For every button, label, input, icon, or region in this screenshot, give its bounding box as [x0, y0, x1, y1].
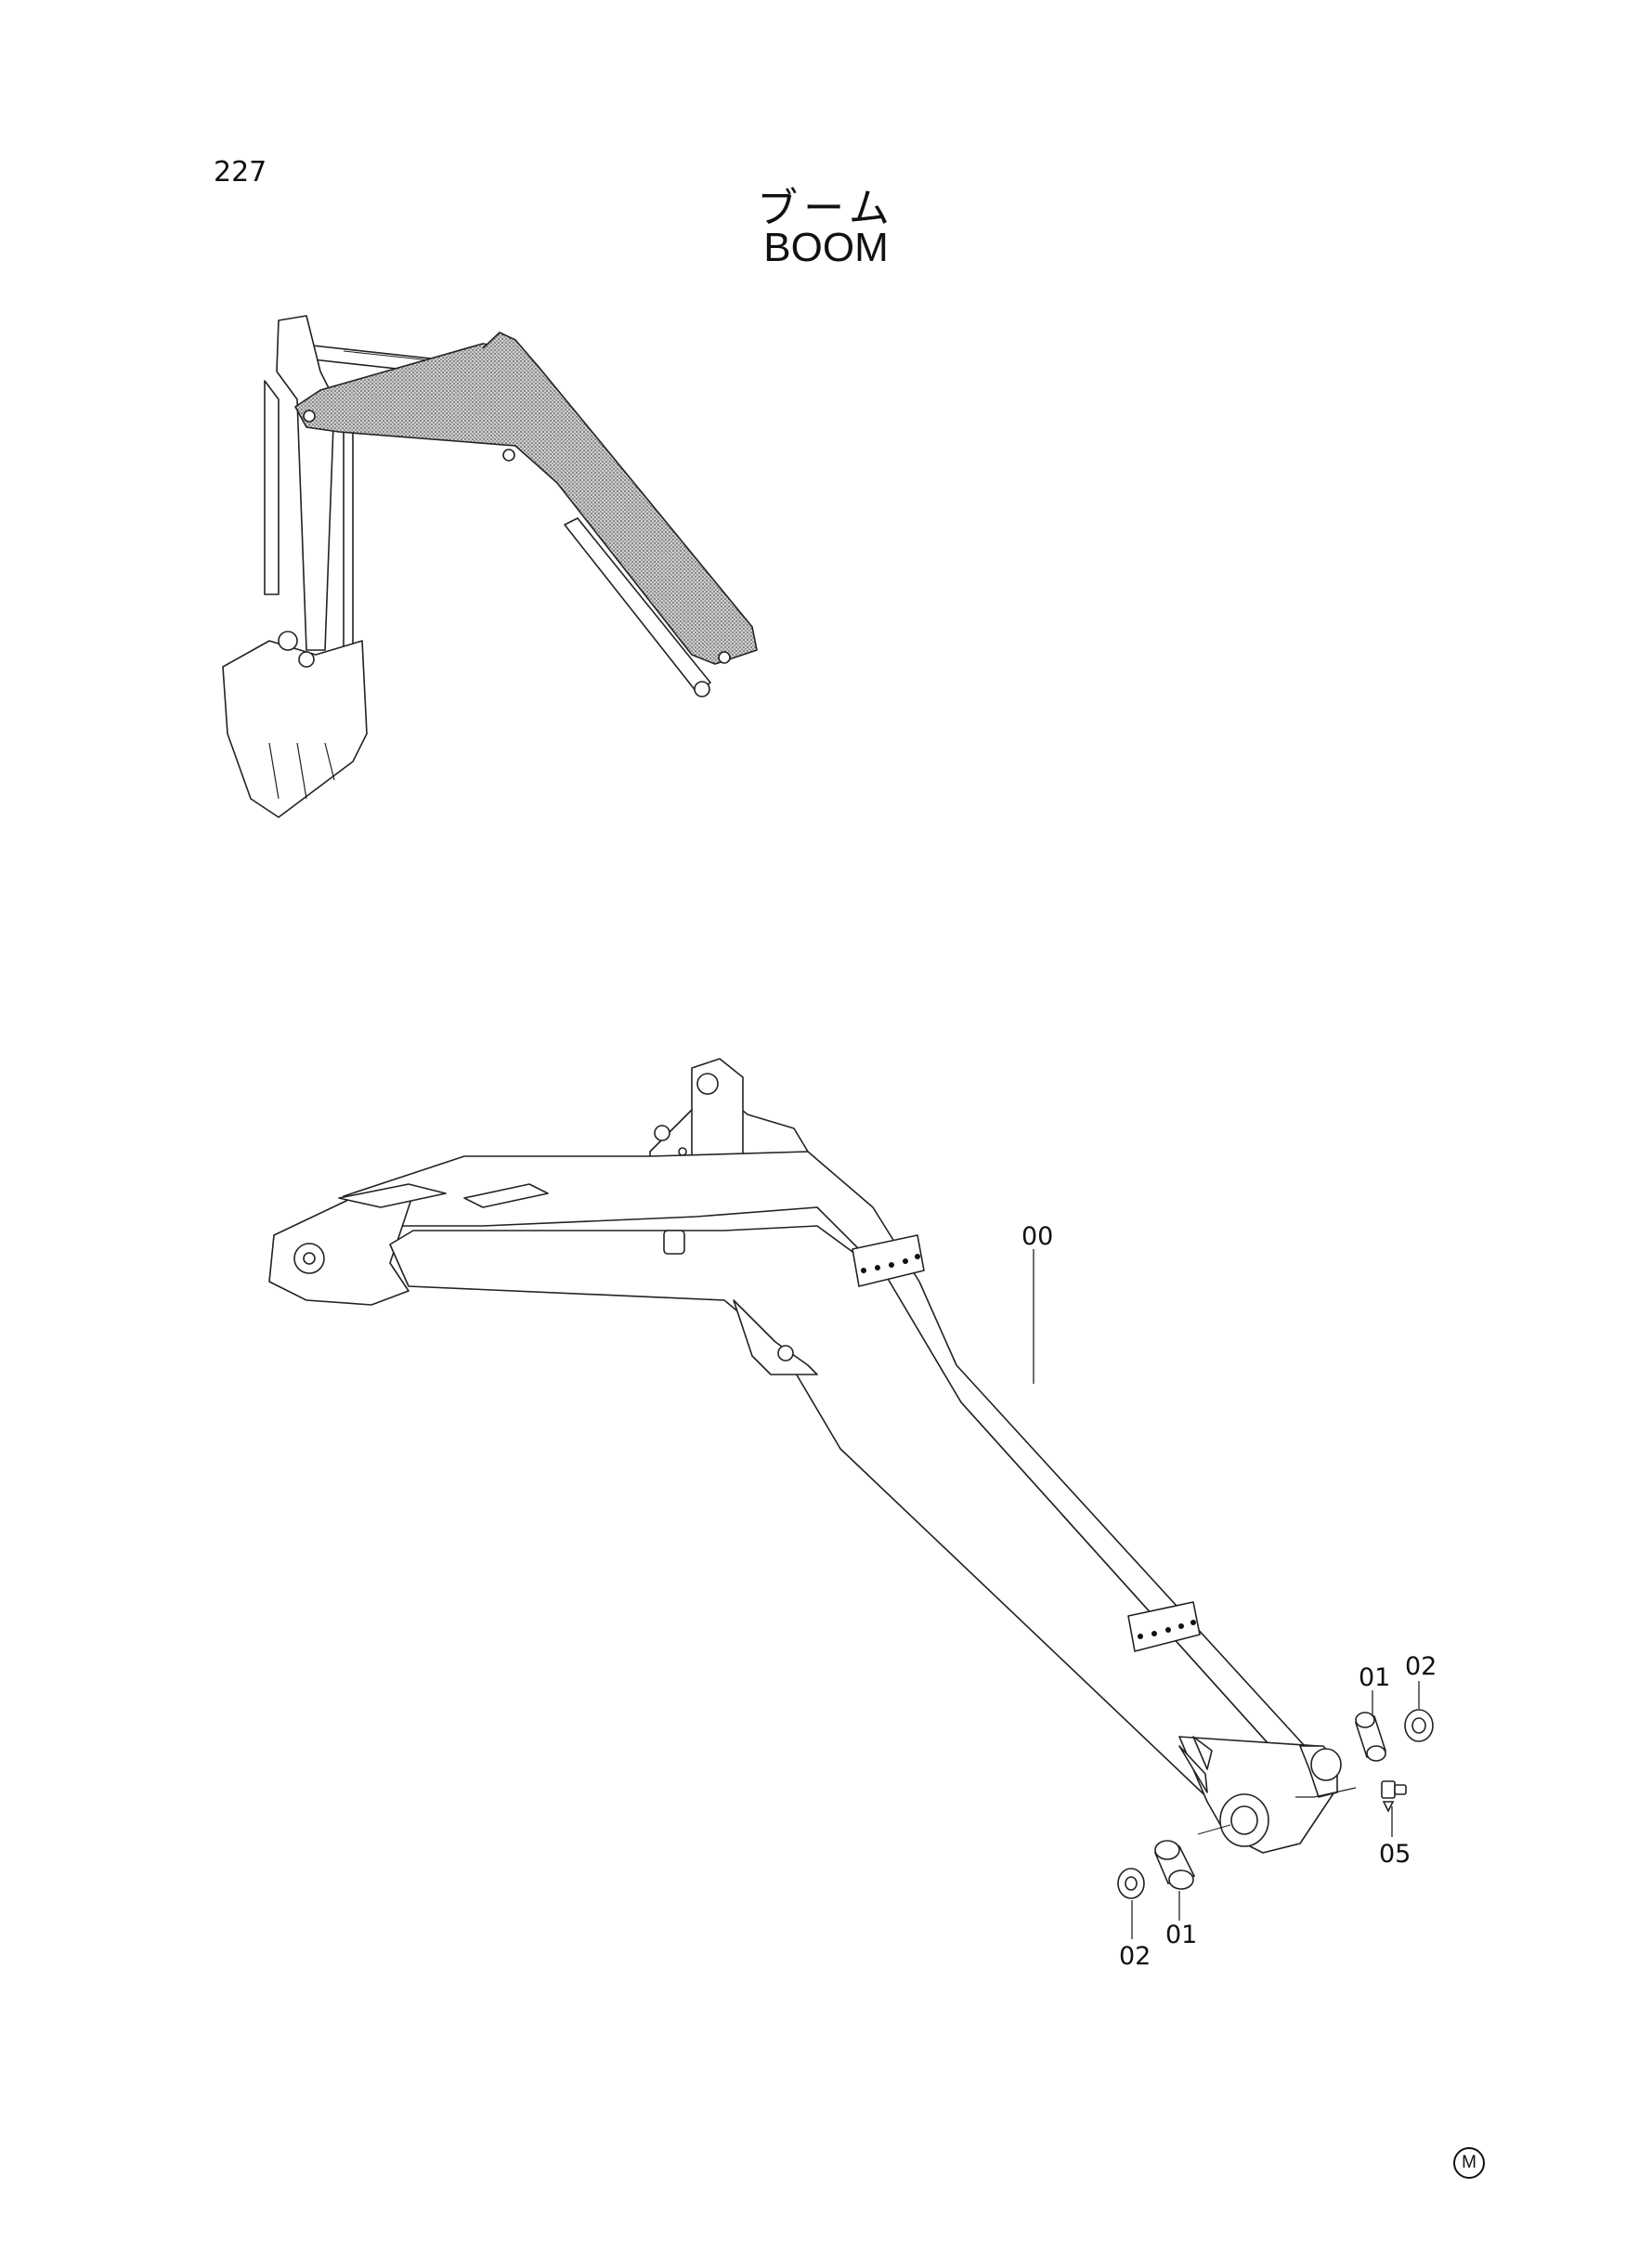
boom-drawing: [268, 1058, 1357, 1854]
page-number: 227: [214, 156, 267, 189]
overview-boom-highlight: [294, 343, 758, 665]
page-title: BOOM: [763, 225, 889, 270]
callout-seal-right: 02: [1405, 1652, 1437, 1681]
loose-parts: [1117, 1709, 1434, 1899]
overview-illustration: [222, 315, 758, 818]
bushing-right: [1354, 1712, 1387, 1762]
seal-right: [1404, 1709, 1434, 1742]
bushing-left: [1153, 1840, 1196, 1890]
leader-lines: [1033, 1249, 1420, 1939]
trademark-mark: M: [1453, 2147, 1485, 2179]
callout-boom: 00: [1021, 1222, 1053, 1251]
page-title-japanese: ブーム: [757, 185, 895, 232]
callout-bushing-right: 01: [1359, 1663, 1390, 1692]
callout-bushing-left: 01: [1165, 1921, 1197, 1949]
callout-grease-fitting: 05: [1379, 1840, 1411, 1869]
callout-seal-left: 02: [1119, 1942, 1151, 1971]
seal-left: [1117, 1868, 1145, 1899]
grease-fitting: [1381, 1780, 1407, 1813]
